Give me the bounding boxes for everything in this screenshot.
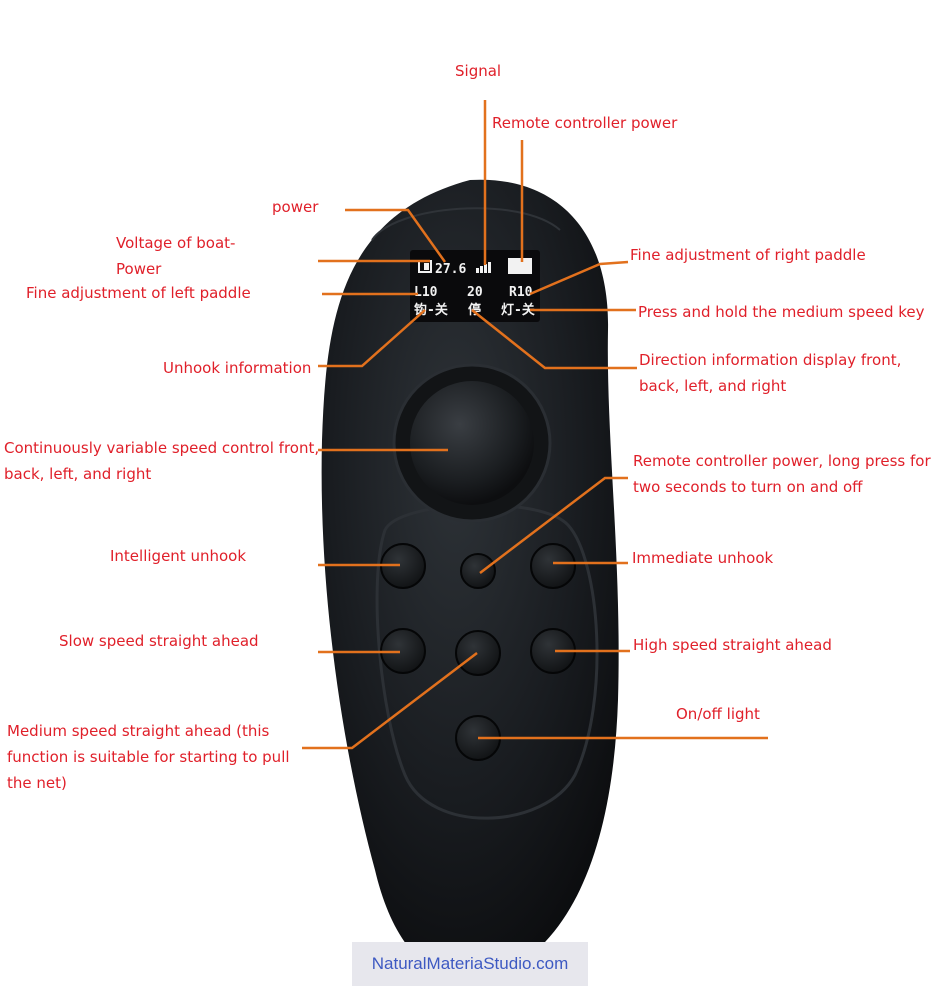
leader-right-paddle: [529, 260, 629, 296]
label-medium-speed: Medium speed straight ahead (this functi…: [7, 722, 290, 792]
label-immediate-unhook: Immediate unhook: [632, 549, 774, 567]
leader-lines: [302, 100, 768, 750]
label-power-button: Remote controller power, long press for …: [633, 452, 931, 496]
power-button[interactable]: [460, 553, 496, 589]
label-power: power: [272, 198, 319, 216]
label-direction-info: Direction information display front, bac…: [639, 351, 902, 395]
leader-power-button: [479, 476, 628, 574]
label-left-paddle: Fine adjustment of left paddle: [26, 284, 251, 302]
label-variable-speed: Continuously variable speed control fron…: [4, 439, 320, 483]
leader-direction-info: [471, 309, 637, 370]
label-intelligent-unhook: Intelligent unhook: [110, 547, 247, 565]
screen-speed: 20: [467, 285, 483, 300]
label-boat-voltage: Voltage of boat-Power: [116, 234, 236, 278]
label-remote-power: Remote controller power: [492, 114, 678, 132]
immediate-unhook-button[interactable]: [530, 543, 576, 589]
screen-left-trim: L10: [414, 285, 438, 300]
screen-voltage: 27.6: [435, 262, 466, 277]
label-slow-speed: Slow speed straight ahead: [59, 632, 259, 650]
leader-medium-speed: [302, 652, 478, 750]
joystick-knob[interactable]: [410, 381, 534, 505]
watermark: NaturalMateriaStudio.com: [352, 942, 588, 986]
button-panel-rim: [375, 503, 599, 820]
lcd-screen: [410, 250, 540, 322]
label-high-speed: High speed straight ahead: [633, 636, 832, 654]
screen-right-trim: R10: [509, 285, 533, 300]
label-light: On/off light: [676, 705, 760, 723]
leader-unhook-info: [318, 309, 426, 368]
label-medium-key: Press and hold the medium speed key: [638, 303, 925, 321]
screen-unhook-status: 钩-关: [414, 302, 448, 318]
label-right-paddle: Fine adjustment of right paddle: [630, 246, 866, 264]
label-unhook-info: Unhook information: [163, 359, 312, 377]
screen-light-status: 灯-关: [501, 302, 535, 318]
leader-power: [345, 208, 447, 263]
label-signal: Signal: [455, 62, 502, 80]
medium-speed-button[interactable]: [455, 630, 501, 676]
